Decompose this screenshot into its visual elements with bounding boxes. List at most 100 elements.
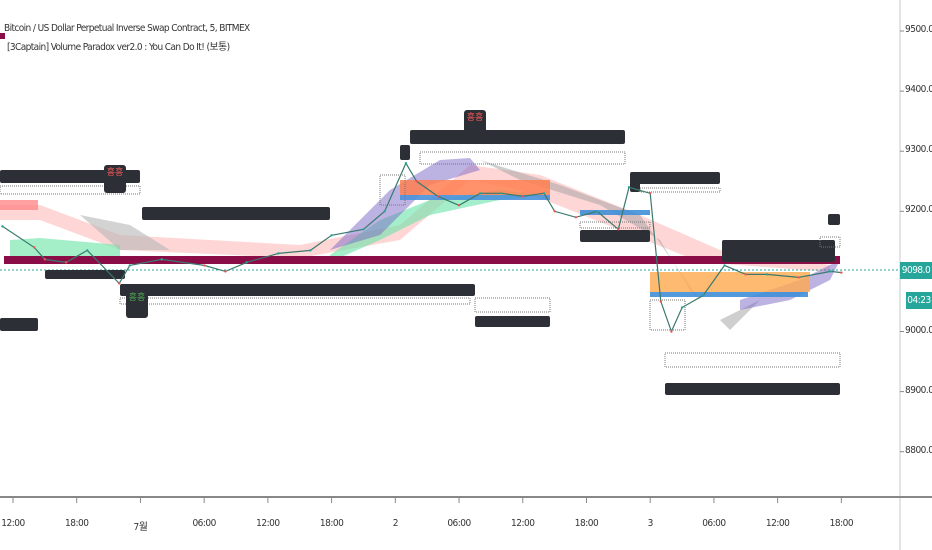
symbol-title[interactable]: Bitcoin / US Dollar Perpetual Inverse Sw… bbox=[4, 23, 250, 34]
price-point bbox=[383, 210, 386, 213]
volume-block bbox=[142, 207, 330, 220]
volume-profile-block bbox=[419, 151, 626, 165]
volume-zone-orange bbox=[400, 180, 550, 195]
signal-marker-buy: 흥흥 bbox=[126, 290, 148, 318]
price-point bbox=[118, 282, 121, 285]
price-point bbox=[765, 273, 769, 276]
price-point bbox=[649, 192, 652, 195]
price-point bbox=[309, 249, 312, 252]
price-point bbox=[744, 273, 747, 276]
price-point bbox=[86, 249, 89, 252]
volume-block bbox=[410, 130, 625, 144]
indicator-color-dot bbox=[0, 33, 5, 39]
price-point bbox=[404, 162, 408, 165]
price-series-line bbox=[2, 161, 842, 334]
x-tick-label: 3 bbox=[647, 518, 654, 529]
x-tick-label: 06:00 bbox=[447, 518, 471, 529]
price-point bbox=[160, 258, 163, 261]
price-point bbox=[840, 271, 843, 274]
x-tick-label: 7월 bbox=[133, 522, 148, 533]
price-point bbox=[224, 270, 227, 273]
x-tick-label: 12:00 bbox=[1, 518, 25, 529]
price-point bbox=[521, 195, 524, 198]
price-point bbox=[436, 195, 439, 198]
y-tick-label: 9300.0 bbox=[905, 144, 932, 156]
price-point bbox=[702, 294, 705, 297]
x-tick-label: 18:00 bbox=[829, 518, 854, 529]
bar-countdown-label: 04:23 bbox=[906, 292, 932, 309]
price-point bbox=[1, 225, 4, 228]
volume-profile-block bbox=[0, 185, 141, 195]
volume-block bbox=[630, 172, 720, 184]
volume-block bbox=[665, 383, 840, 395]
x-tick-label: 2 bbox=[392, 518, 399, 529]
y-tick-label: 9500.0 bbox=[905, 24, 932, 35]
price-point bbox=[553, 210, 556, 213]
price-point bbox=[617, 228, 620, 231]
x-tick-label: 18:00 bbox=[319, 518, 344, 529]
y-tick-label: 9200.0 bbox=[905, 204, 932, 216]
volume-zone-orange bbox=[650, 272, 810, 292]
price-point bbox=[797, 276, 801, 279]
volume-block bbox=[722, 240, 835, 262]
volume-profile-block bbox=[639, 187, 721, 193]
x-tick-label: 06:00 bbox=[192, 518, 216, 529]
indicator-title[interactable]: [3Captain] Volume Paradox ver2.0 : You C… bbox=[7, 42, 230, 53]
x-tick-label: 12:00 bbox=[765, 518, 790, 529]
price-point bbox=[415, 180, 418, 183]
y-tick-label: 9400.0 bbox=[905, 84, 932, 96]
price-point bbox=[330, 234, 333, 237]
volume-profile-block bbox=[819, 236, 841, 248]
price-point bbox=[723, 264, 726, 267]
ma-band-gray bbox=[80, 215, 170, 250]
volume-zone-red bbox=[0, 200, 38, 210]
y-tick-label: 9000.0 bbox=[905, 324, 932, 336]
x-tick-label: 18:00 bbox=[574, 518, 599, 529]
volume-profile-block bbox=[474, 297, 551, 313]
current-price-label: 9098.0 bbox=[900, 262, 932, 279]
price-point bbox=[595, 210, 599, 213]
price-point bbox=[829, 270, 832, 273]
volume-profile-block bbox=[649, 299, 686, 331]
volume-profile-block bbox=[379, 174, 406, 206]
price-point bbox=[680, 306, 684, 309]
x-tick-label: 12:00 bbox=[256, 518, 280, 529]
volume-profile-block bbox=[579, 221, 651, 229]
volume-profile-block bbox=[664, 352, 841, 368]
price-point bbox=[479, 192, 482, 195]
price-point bbox=[574, 216, 578, 219]
volume-block bbox=[400, 145, 410, 160]
volume-block bbox=[0, 318, 38, 331]
volume-block bbox=[580, 230, 650, 242]
signal-marker-sell: 흥흥 bbox=[464, 110, 486, 138]
price-point bbox=[33, 246, 36, 249]
price-point bbox=[202, 264, 206, 267]
price-point bbox=[627, 186, 631, 189]
volume-block bbox=[828, 214, 840, 225]
price-point bbox=[542, 192, 546, 195]
volume-profile-block bbox=[119, 297, 471, 305]
price-point bbox=[362, 228, 365, 231]
signal-marker-sell: 흥흥 bbox=[104, 165, 126, 193]
x-tick-label: 18:00 bbox=[65, 518, 89, 529]
volume-zone-blue bbox=[650, 292, 808, 297]
price-point bbox=[64, 261, 68, 264]
volume-block bbox=[630, 180, 640, 192]
price-point bbox=[245, 261, 248, 264]
volume-block bbox=[475, 316, 550, 327]
x-tick-label: 06:00 bbox=[702, 518, 726, 529]
x-tick-label: 12:00 bbox=[511, 518, 535, 529]
volume-zone-blue bbox=[580, 210, 650, 215]
price-point bbox=[500, 192, 503, 195]
price-point bbox=[43, 258, 47, 261]
price-point bbox=[670, 330, 673, 333]
price-point bbox=[128, 264, 132, 267]
price-point bbox=[659, 300, 663, 303]
price-point bbox=[457, 204, 461, 207]
price-point bbox=[277, 252, 280, 255]
y-tick-label: 8900.0 bbox=[905, 384, 932, 396]
level-band bbox=[4, 256, 840, 264]
volume-block bbox=[120, 284, 475, 296]
